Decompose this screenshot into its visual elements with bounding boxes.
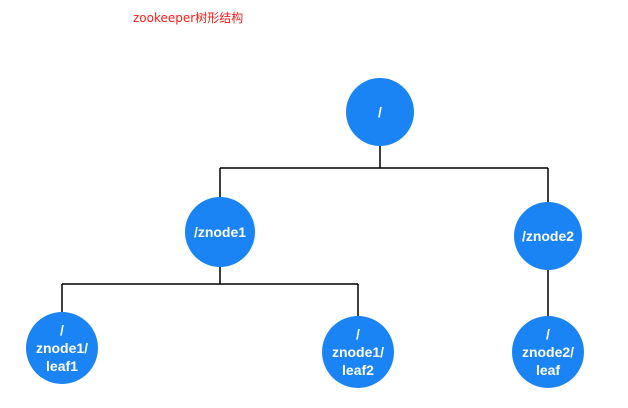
tree-node-znode1: /znode1 bbox=[185, 197, 255, 267]
node-circle bbox=[514, 202, 582, 270]
node-label: /znode1 bbox=[194, 224, 246, 240]
node-label: / bbox=[546, 326, 550, 342]
node-circle bbox=[185, 197, 255, 267]
node-label: / bbox=[60, 322, 64, 338]
tree-node-root: / bbox=[346, 78, 414, 146]
node-circle bbox=[346, 78, 414, 146]
node-circle bbox=[26, 312, 98, 384]
tree-node-leaf: / znode2/leaf bbox=[512, 316, 584, 388]
nodes-layer: //znode1/znode2/znode1/leaf1/znode1/leaf… bbox=[26, 78, 584, 388]
node-label: / bbox=[378, 104, 382, 120]
node-label: znode1/ bbox=[36, 340, 88, 356]
tree-node-leaf2: / znode1/leaf2 bbox=[322, 316, 394, 388]
node-label: leaf1 bbox=[46, 358, 78, 374]
node-label: znode2/ bbox=[522, 344, 574, 360]
tree-node-znode2: /znode2 bbox=[514, 202, 582, 270]
node-circle bbox=[512, 316, 584, 388]
node-label: leaf bbox=[536, 362, 560, 378]
node-label: /znode2 bbox=[522, 228, 574, 244]
diagram-caption: zookeeper树形结构 bbox=[133, 11, 244, 25]
node-label: / bbox=[356, 326, 360, 342]
node-label: leaf2 bbox=[342, 362, 374, 378]
node-circle bbox=[322, 316, 394, 388]
tree-node-leaf1: / znode1/leaf1 bbox=[26, 312, 98, 384]
node-label: znode1/ bbox=[332, 344, 384, 360]
edges-layer bbox=[61, 146, 549, 316]
